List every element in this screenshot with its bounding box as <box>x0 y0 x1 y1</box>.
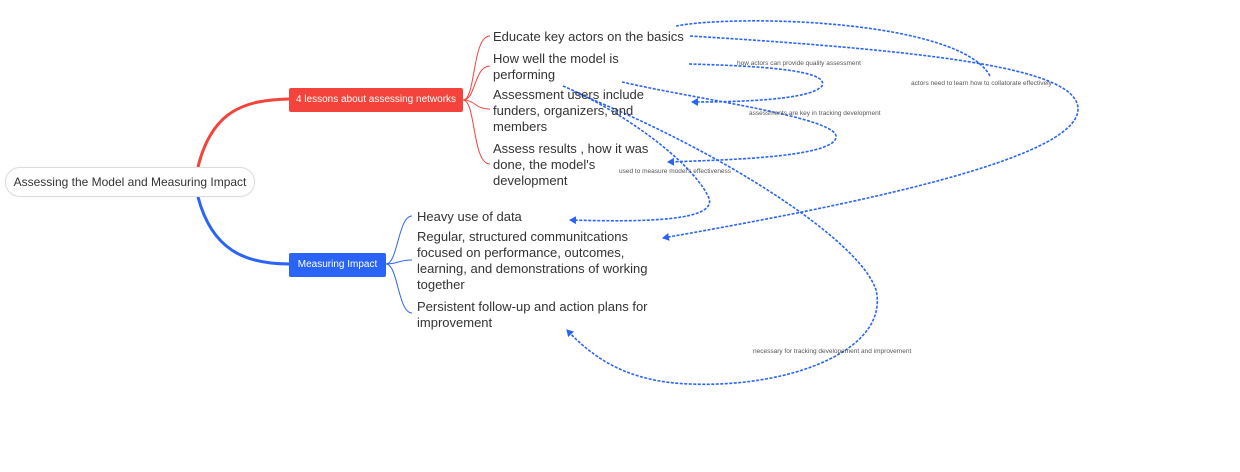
connector-impact-1 <box>385 215 413 265</box>
connector-root-lessons <box>196 97 290 168</box>
branch-lessons[interactable]: 4 lessons about assessing networks <box>289 88 463 112</box>
connector-lesson-2 <box>462 65 491 101</box>
branch-measuring-impact[interactable]: Measuring Impact <box>289 253 386 277</box>
connector-impact-3 <box>385 263 413 314</box>
relationship-label-quality-assessment[interactable]: how actors can provide quality assessmen… <box>737 60 861 67</box>
connector-lesson-3 <box>462 99 491 110</box>
topic-assess-results[interactable]: Assess results , how it was done, the mo… <box>493 141 649 188</box>
relationship-label-improvement[interactable]: necessary for tracking developement and … <box>753 348 912 355</box>
topic-assessment-users[interactable]: Assessment users include funders, organi… <box>493 87 645 134</box>
relationship-label-collaborate[interactable]: actors need to learn how to collatorate … <box>911 80 1052 87</box>
relationship-label-effectiveness[interactable]: used to measure model's effectiveness <box>619 168 732 175</box>
relationship-label-tracking-development[interactable]: assessments are key in tracking developm… <box>749 110 881 117</box>
relationship-arrow-2 <box>662 35 1079 241</box>
connector-lesson-1 <box>462 35 491 101</box>
topic-model-performance[interactable]: How well the model is performing <box>493 51 619 82</box>
root-topic[interactable]: Assessing the Model and Measuring Impact <box>5 167 255 197</box>
connector-impact-2 <box>385 259 413 265</box>
topic-follow-up[interactable]: Persistent follow-up and action plans fo… <box>417 299 648 330</box>
relationship-arrow-5 <box>566 91 879 386</box>
topic-heavy-data[interactable]: Heavy use of data <box>417 209 522 224</box>
relationship-arrow-1 <box>688 63 824 106</box>
topic-structured-communications[interactable]: Regular, structured communitcations focu… <box>417 229 648 292</box>
relationship-arrow-4 <box>562 85 711 225</box>
connector-lesson-4 <box>462 99 491 165</box>
connector-root-impact <box>196 196 290 266</box>
relationship-arrow-2-tail <box>675 20 991 77</box>
topic-educate-actors[interactable]: Educate key actors on the basics <box>493 29 684 44</box>
